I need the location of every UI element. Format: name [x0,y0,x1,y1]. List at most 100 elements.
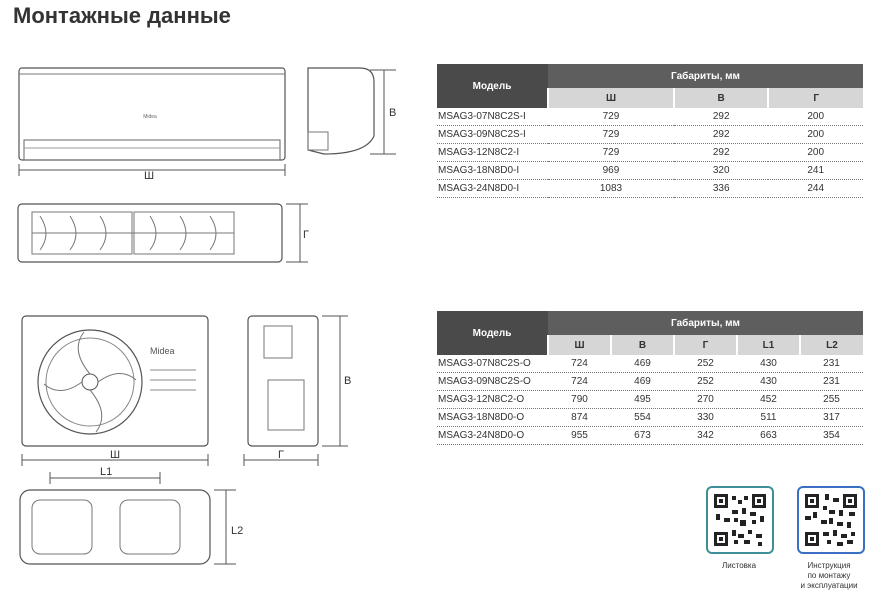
dimensions-header: Габариты, мм [548,64,863,88]
model-cell: MSAG3-07N8C2S-I [437,108,548,126]
outdoor-unit-side-drawing: В Г [243,315,351,466]
table-row: MSAG3-12N8C2-O 790 495 270 452 255 [437,390,863,409]
dimensions-header: Габариты, мм [548,311,863,335]
table-row: MSAG3-24N8D0-O 955 673 342 663 354 [437,426,863,445]
table-row: MSAG3-24N8D0-I 1083 336 244 [437,179,863,198]
value-cell: 252 [674,372,737,391]
value-cell: 244 [768,179,863,198]
table-row: MSAG3-07N8C2S-O 724 469 252 430 231 [437,355,863,373]
outdoor-unit-front-drawing: Midea Ш [21,315,209,466]
qr-label-line: по монтажу [807,571,851,580]
value-cell: 336 [673,179,769,198]
value-cell: 663 [737,426,800,445]
l2-label: L2 [231,525,243,537]
brand-logo: Midea [143,114,157,120]
indoor-unit-side-drawing: В [307,67,396,155]
table-row: MSAG3-18N8D0-O 874 554 330 511 317 [437,408,863,427]
value-cell: 430 [737,355,800,373]
value-cell: 200 [768,108,863,126]
value-cell: 241 [768,161,863,180]
value-cell: 200 [768,143,863,162]
outdoor-unit-top-drawing: L1 L2 [19,466,243,565]
value-cell: 292 [673,108,769,126]
qr-label-manual: Инструкция по монтажу и эксплуатации [788,561,870,591]
qr-label-line: и эксплуатации [800,581,858,590]
value-cell: 231 [800,372,863,391]
value-cell: 292 [673,125,769,144]
table-row: MSAG3-09N8C2S-O 724 469 252 430 231 [437,372,863,391]
value-cell: 270 [674,390,737,409]
model-header: Модель [437,311,548,355]
value-cell: 452 [737,390,800,409]
value-cell: 430 [737,372,800,391]
model-cell: MSAG3-24N8D0-I [437,179,548,198]
value-cell: 554 [611,408,674,427]
value-cell: 1083 [548,179,674,198]
table-row: MSAG3-18N8D0-I 969 320 241 [437,161,863,180]
value-cell: 320 [673,161,769,180]
column-header: Г [673,335,737,355]
model-cell: MSAG3-24N8D0-O [437,426,548,445]
model-cell: MSAG3-12N8C2-I [437,143,548,162]
height-label: В [389,107,396,119]
column-header: Ш [547,88,674,108]
column-header: Г [767,88,863,108]
qr-code-leaflet[interactable] [706,486,774,554]
column-header: L2 [799,335,863,355]
model-cell: MSAG3-09N8C2S-I [437,125,548,144]
width-label: Ш [110,449,120,461]
value-cell: 955 [548,426,611,445]
column-header: L1 [736,335,800,355]
model-cell: MSAG3-18N8D0-I [437,161,548,180]
table-row: MSAG3-12N8C2-I 729 292 200 [437,143,863,162]
depth-label: Г [303,229,309,241]
value-cell: 231 [800,355,863,373]
column-header: В [610,335,674,355]
table-row: MSAG3-09N8C2S-I 729 292 200 [437,125,863,144]
model-cell: MSAG3-12N8C2-O [437,390,548,409]
model-cell: MSAG3-09N8C2S-O [437,372,548,391]
value-cell: 724 [548,355,611,373]
value-cell: 252 [674,355,737,373]
value-cell: 790 [548,390,611,409]
indoor-unit-top-drawing: Г [17,203,309,263]
value-cell: 292 [673,143,769,162]
value-cell: 729 [548,125,674,144]
table-row: MSAG3-07N8C2S-I 729 292 200 [437,108,863,126]
value-cell: 729 [548,143,674,162]
l1-label: L1 [100,466,112,478]
indoor-dimensions-table: Модель Габариты, мм Ш В Г MSAG3-07N8C2S-… [437,64,863,198]
model-cell: MSAG3-07N8C2S-O [437,355,548,373]
model-header: Модель [437,64,548,108]
depth-label: Г [278,449,284,461]
value-cell: 200 [768,125,863,144]
value-cell: 469 [611,372,674,391]
value-cell: 469 [611,355,674,373]
qr-code-manual[interactable] [797,486,865,554]
value-cell: 729 [548,108,674,126]
height-label: В [344,375,351,387]
column-header: Ш [547,335,611,355]
value-cell: 724 [548,372,611,391]
value-cell: 673 [611,426,674,445]
value-cell: 354 [800,426,863,445]
qr-label-leaflet: Листовка [721,561,757,570]
qr-code-icon [714,494,766,546]
column-header: В [672,88,769,108]
brand-logo: Midea [150,346,175,356]
outdoor-dimensions-table: Модель Габариты, мм Ш В Г L1 L2 MSAG3-07… [437,311,863,445]
model-cell: MSAG3-18N8D0-O [437,408,548,427]
width-label: Ш [144,170,154,182]
indoor-unit-front-drawing: Midea Ш [18,67,286,182]
qr-label-line: Инструкция [807,561,851,570]
value-cell: 969 [548,161,674,180]
value-cell: 874 [548,408,611,427]
value-cell: 342 [674,426,737,445]
qr-code-icon [805,494,857,546]
value-cell: 330 [674,408,737,427]
value-cell: 511 [737,408,800,427]
page-title: Монтажные данные [13,3,231,28]
value-cell: 317 [800,408,863,427]
value-cell: 255 [800,390,863,409]
value-cell: 495 [611,390,674,409]
